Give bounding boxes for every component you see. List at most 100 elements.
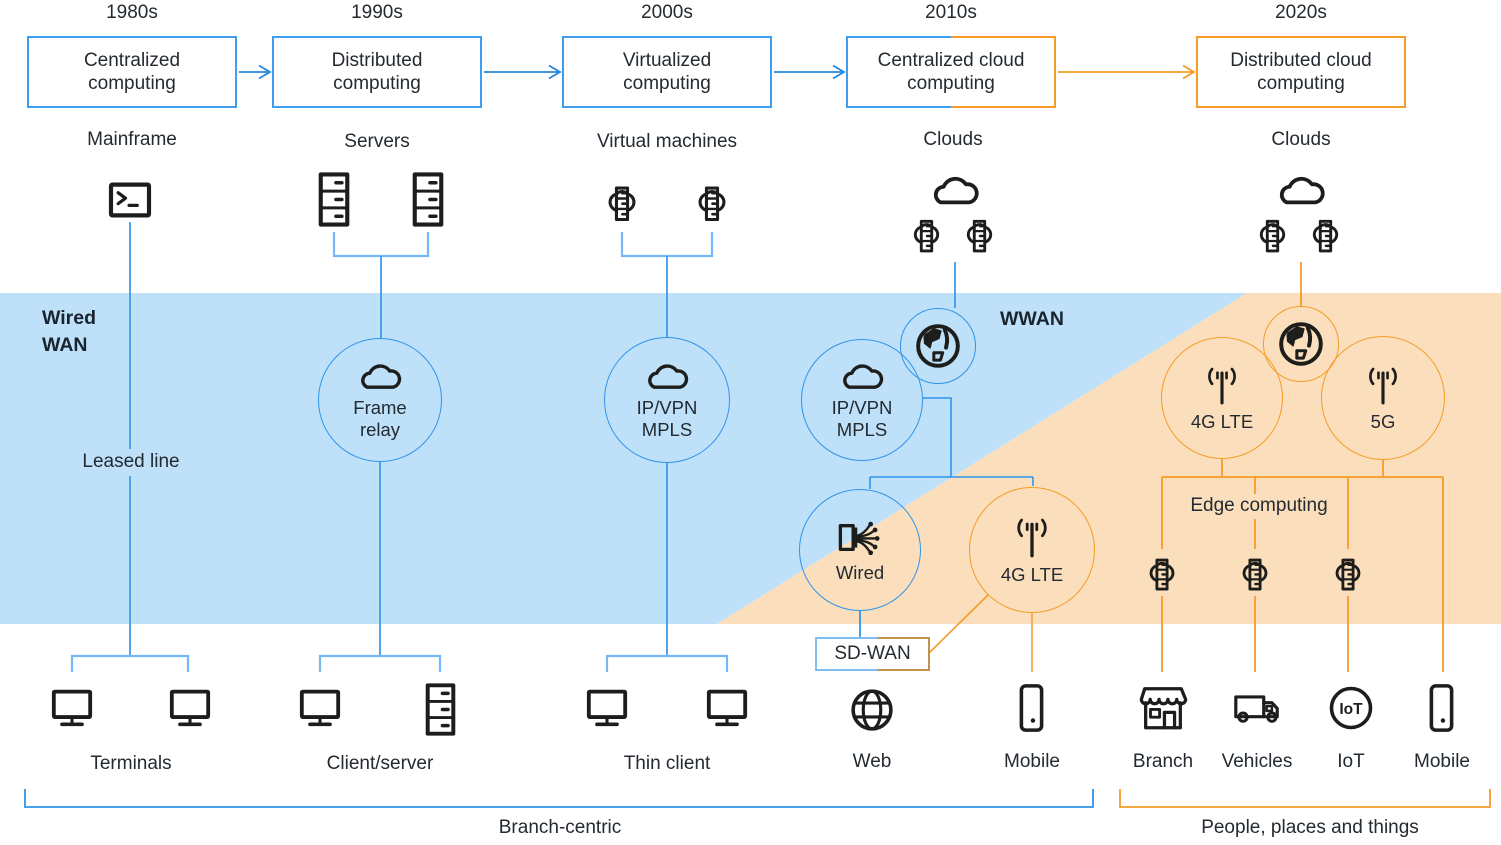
server-icon bbox=[317, 171, 351, 228]
fiveg-label: 5G bbox=[1370, 411, 1396, 433]
cloud-icon bbox=[1275, 172, 1327, 210]
cloud-server-icon bbox=[956, 210, 1003, 257]
iot-badge-text: IoT bbox=[1339, 701, 1363, 718]
cell-tower-icon bbox=[1203, 363, 1241, 408]
label-edge-computing: Edge computing bbox=[1182, 494, 1336, 519]
ipvpn-mpls-node-2010s: IP/VPN MPLS bbox=[801, 339, 923, 461]
box-centralized-computing: Centralized computing bbox=[27, 36, 237, 108]
sdwan-label: SD-WAN bbox=[834, 643, 911, 664]
cloud-icon bbox=[839, 360, 885, 394]
cloud-server-icon bbox=[1249, 210, 1296, 257]
truck-icon bbox=[1231, 690, 1283, 727]
arrowhead-2010s bbox=[832, 64, 846, 80]
arrowhead-2000s bbox=[548, 64, 562, 80]
wwan-globe-node-2010s bbox=[900, 308, 976, 384]
client-server-bracket bbox=[318, 654, 442, 672]
server-icon bbox=[411, 171, 445, 228]
web-globe-icon bbox=[849, 687, 895, 733]
terminal-icon bbox=[107, 181, 153, 219]
wwan-globe-node-2020s bbox=[1263, 306, 1339, 382]
ipvpn-label: IP/VPN MPLS bbox=[636, 396, 698, 440]
iot-icon: IoT bbox=[1329, 686, 1373, 730]
cloud-server-icon bbox=[903, 210, 950, 257]
cloud-server-icon bbox=[687, 176, 737, 226]
arrowhead-2020s bbox=[1182, 64, 1196, 80]
box-label: Centralized cloud computing bbox=[877, 49, 1025, 94]
box-label: Centralized computing bbox=[83, 49, 181, 94]
box-distributed-computing: Distributed computing bbox=[272, 36, 482, 108]
label-branch: Branch bbox=[1132, 751, 1194, 772]
column-2010s-lines bbox=[859, 262, 1034, 672]
cloud-server-icon bbox=[597, 176, 647, 226]
label-wired-wan: Wired WAN bbox=[42, 307, 96, 357]
box-label: Distributed computing bbox=[331, 49, 423, 94]
label-thin-client: Thin client bbox=[623, 753, 711, 774]
fiveg-node: 5G bbox=[1321, 336, 1445, 460]
box-distributed-cloud-computing: Distributed cloud computing bbox=[1196, 36, 1406, 108]
monitor-icon bbox=[168, 688, 212, 728]
label-servers: Servers bbox=[344, 131, 410, 152]
frame-relay-label: Frame relay bbox=[353, 396, 407, 440]
label-vehicles: Vehicles bbox=[1221, 751, 1293, 772]
thin-client-bracket bbox=[605, 654, 729, 672]
edge-cloud-server-icon bbox=[1232, 549, 1278, 595]
label-leased-line: Leased line bbox=[75, 449, 187, 476]
wired-node: Wired bbox=[799, 489, 921, 611]
column-1990s-lines bbox=[318, 232, 442, 672]
ipvpn-mpls-node-2000s: IP/VPN MPLS bbox=[604, 337, 730, 463]
decade-1980s: 1980s bbox=[106, 2, 158, 23]
label-people-places-things: People, places and things bbox=[1201, 817, 1419, 838]
label-client-server: Client/server bbox=[326, 753, 434, 774]
decade-2020s: 2020s bbox=[1275, 2, 1327, 23]
column-1980s-lines bbox=[70, 222, 190, 672]
servers-bracket bbox=[332, 232, 430, 258]
label-clouds-2010s: Clouds bbox=[923, 129, 983, 150]
label-branch-centric: Branch-centric bbox=[498, 817, 622, 838]
wired-label: Wired bbox=[835, 561, 885, 583]
smartphone-icon bbox=[1427, 682, 1456, 734]
edge-cloud-server-icon bbox=[1139, 549, 1185, 595]
timeline-arrows bbox=[239, 64, 846, 80]
cloud-icon bbox=[644, 360, 690, 394]
globe-earth-icon bbox=[914, 322, 962, 370]
cloud-icon bbox=[929, 172, 981, 210]
label-iot: IoT bbox=[1337, 751, 1365, 772]
lte-label: 4G LTE bbox=[1000, 564, 1064, 586]
storefront-icon bbox=[1135, 682, 1191, 734]
label-terminals: Terminals bbox=[90, 753, 172, 774]
monitor-icon bbox=[705, 688, 749, 728]
column-2000s-lines bbox=[605, 232, 729, 672]
timeline-arrow-orange bbox=[1058, 64, 1196, 80]
decade-2000s: 2000s bbox=[641, 2, 693, 23]
cloud-server-icon bbox=[1302, 210, 1349, 257]
monitor-icon bbox=[585, 688, 629, 728]
server-icon bbox=[424, 682, 457, 737]
frame-relay-node: Frame relay bbox=[318, 338, 442, 462]
ipvpn-label: IP/VPN MPLS bbox=[831, 396, 893, 440]
label-wwan: WWAN bbox=[1000, 308, 1064, 330]
label-mobile-2020s: Mobile bbox=[1414, 751, 1470, 772]
lte-node-2010s: 4G LTE bbox=[969, 487, 1095, 613]
globe-earth-icon bbox=[1277, 320, 1325, 368]
edge-cloud-server-icon bbox=[1325, 549, 1371, 595]
lte-to-sdwan bbox=[928, 594, 989, 654]
label-virtual-machines: Virtual machines bbox=[596, 131, 738, 152]
box-centralized-cloud-computing: Centralized cloud computing bbox=[846, 36, 1056, 108]
box-label: Distributed cloud computing bbox=[1230, 49, 1372, 94]
smartphone-icon bbox=[1017, 682, 1046, 734]
label-web: Web bbox=[852, 751, 892, 772]
arrowhead-1990s bbox=[258, 64, 272, 80]
vm-bracket bbox=[620, 232, 714, 258]
cloud-icon bbox=[357, 360, 403, 394]
ipvpn-elbow bbox=[922, 397, 952, 477]
label-clouds-2020s: Clouds bbox=[1271, 129, 1331, 150]
lte-node-2020s: 4G LTE bbox=[1161, 337, 1283, 459]
label-mainframe: Mainframe bbox=[87, 129, 177, 150]
decade-1990s: 1990s bbox=[351, 2, 403, 23]
lte-label: 4G LTE bbox=[1190, 411, 1254, 433]
people-places-bracket bbox=[1119, 789, 1491, 808]
monitor-icon bbox=[298, 688, 342, 728]
cell-tower-icon bbox=[1364, 363, 1402, 408]
wired-cable-icon bbox=[835, 517, 885, 559]
